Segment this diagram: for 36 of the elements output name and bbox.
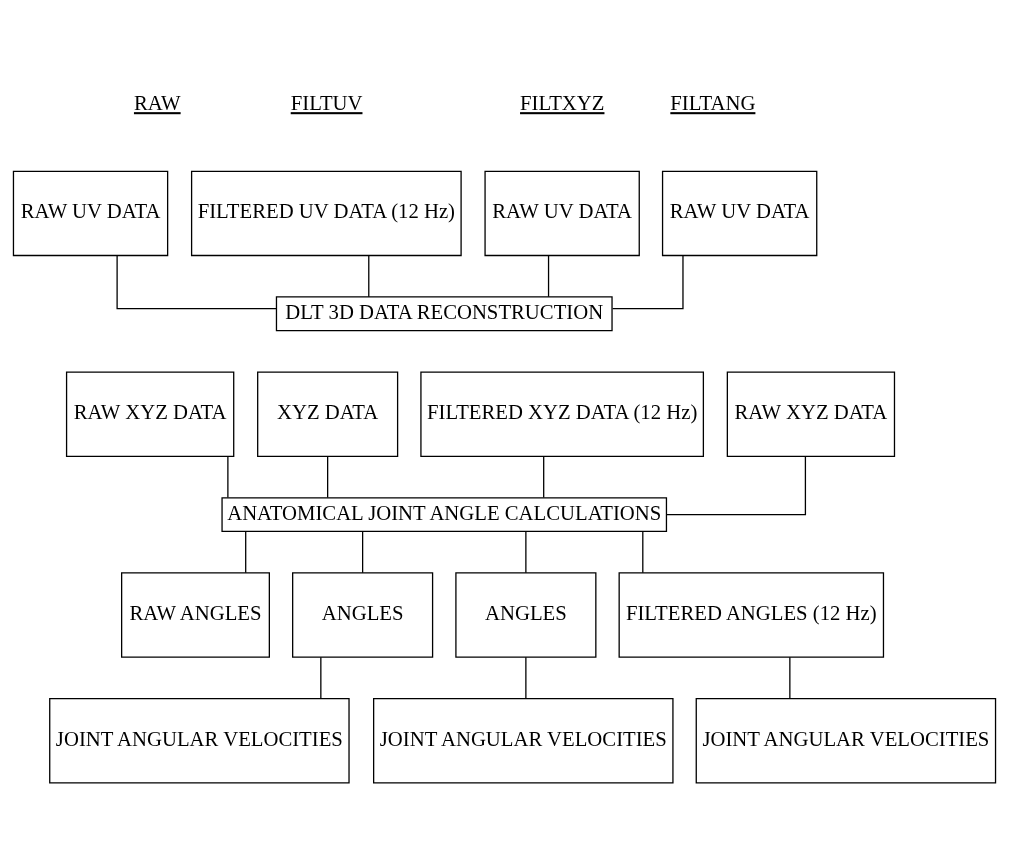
label: RAW: [133, 91, 181, 114]
connector: [320, 656, 322, 699]
connector: [245, 530, 247, 573]
connector: [612, 254, 684, 309]
connector: [543, 455, 545, 498]
label: FILTANG: [670, 91, 756, 114]
connector: [525, 656, 527, 699]
node-box: RAW XYZ DATA: [726, 370, 896, 457]
connector: [789, 656, 791, 699]
connector: [116, 254, 277, 309]
connector: [327, 455, 329, 498]
node-box: ANATOMICAL JOINT ANGLE CALCULATIONS: [221, 496, 668, 532]
label: FILTXYZ: [520, 91, 605, 114]
node-box: ANGLES: [292, 571, 434, 658]
node-box: DLT 3D DATA RECONSTRUCTION: [275, 295, 613, 331]
connector: [362, 530, 364, 573]
connector: [525, 530, 527, 573]
node-box: JOINT ANGULAR VELOCITIES: [695, 697, 997, 783]
node-box: FILTERED XYZ DATA (12 Hz): [420, 370, 705, 457]
node-box: FILTERED ANGLES (12 Hz): [618, 571, 885, 658]
connector: [547, 254, 550, 297]
node-box: RAW UV DATA: [661, 170, 818, 256]
node-box: ANGLES: [455, 571, 597, 658]
connector: [368, 254, 370, 297]
node-box: FILTERED UV DATA (12 Hz): [190, 170, 462, 256]
node-box: RAW UV DATA: [12, 170, 169, 256]
node-box: RAW XYZ DATA: [65, 370, 235, 457]
node-box: JOINT ANGULAR VELOCITIES: [373, 697, 674, 783]
node-box: RAW UV DATA: [484, 170, 640, 256]
node-box: JOINT ANGULAR VELOCITIES: [49, 697, 350, 783]
node-box: XYZ DATA: [257, 370, 399, 457]
label: FILTUV: [290, 91, 363, 114]
connector: [666, 455, 807, 515]
connector: [227, 455, 229, 498]
node-box: RAW ANGLES: [121, 571, 270, 658]
connector: [642, 530, 644, 573]
